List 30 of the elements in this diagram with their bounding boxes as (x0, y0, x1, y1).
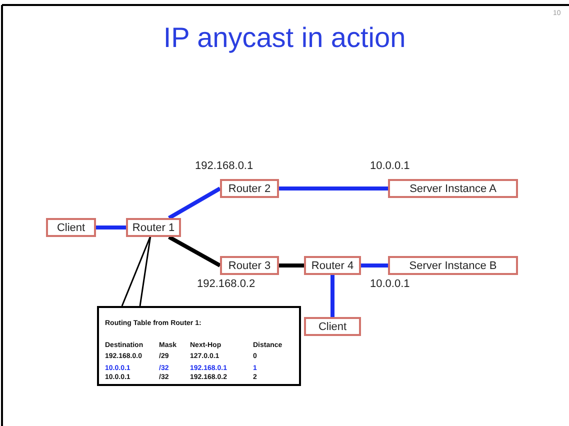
node-label: Router 3 (228, 260, 271, 272)
network-link (279, 186, 388, 190)
ip-address: 10.0.0.1 (370, 278, 410, 290)
network-link (168, 186, 221, 220)
node-label: Router 4 (311, 260, 354, 272)
ip-address: 192.168.0.2 (197, 278, 256, 290)
node-box (46, 218, 96, 237)
node-label: Router 2 (228, 182, 271, 194)
network-link (361, 264, 388, 268)
node-label: Client (56, 222, 86, 234)
network-link (330, 275, 334, 317)
node-box (304, 256, 361, 275)
node-label: Router 1 (132, 222, 175, 234)
ip-address: 192.168.0.1 (195, 160, 254, 172)
node-box (304, 317, 361, 336)
callout-pointer (121, 235, 152, 307)
network-link (96, 226, 126, 230)
network-link (168, 235, 221, 268)
node-box (126, 218, 181, 237)
node-box (388, 179, 518, 198)
node-label: Server Instance A (410, 182, 496, 194)
network-link (279, 264, 304, 268)
slide-title: IP anycast in action (162, 22, 407, 54)
node-label: Client (318, 320, 347, 332)
node-box (388, 256, 518, 275)
node-box (220, 179, 279, 198)
callout-box (97, 306, 301, 386)
ip-address: 10.0.0.1 (370, 160, 410, 172)
node-box (220, 256, 279, 275)
node-label: Server Instance B (409, 260, 497, 272)
